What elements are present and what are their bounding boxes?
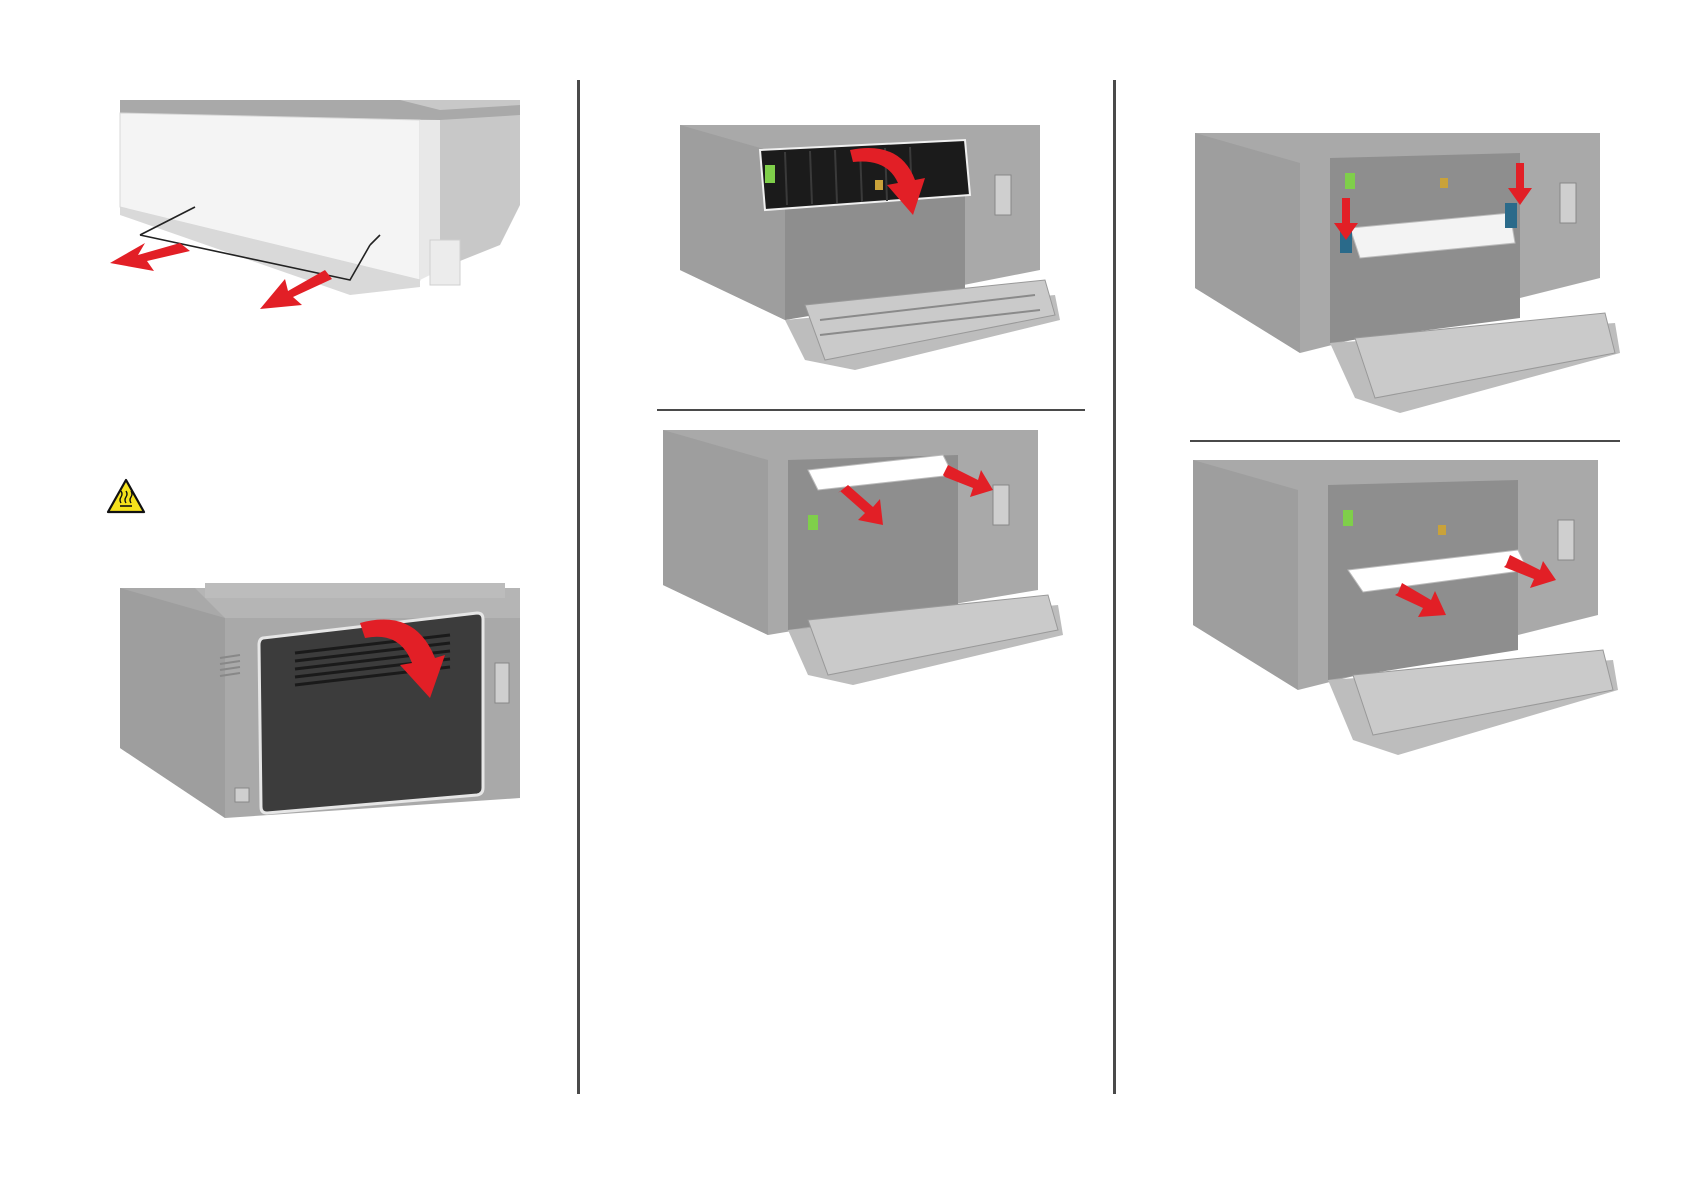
illustration-press-fuser-levers	[1190, 128, 1620, 423]
illustration-open-fuser-access-door	[675, 120, 1060, 400]
illustration-remove-paper-below-fuser	[1188, 455, 1620, 760]
step-separator-middle	[657, 409, 1085, 411]
step-separator-right	[1190, 440, 1620, 442]
column-divider-right	[1113, 80, 1116, 1094]
illustration-pull-paper-from-tray	[110, 95, 530, 310]
hot-surface-warning-icon	[106, 478, 146, 514]
illustration-open-rear-door	[115, 583, 525, 823]
red-arrow-icon	[110, 243, 190, 271]
column-divider-left	[577, 80, 580, 1094]
illustration-remove-paper-from-fuser	[658, 425, 1068, 705]
